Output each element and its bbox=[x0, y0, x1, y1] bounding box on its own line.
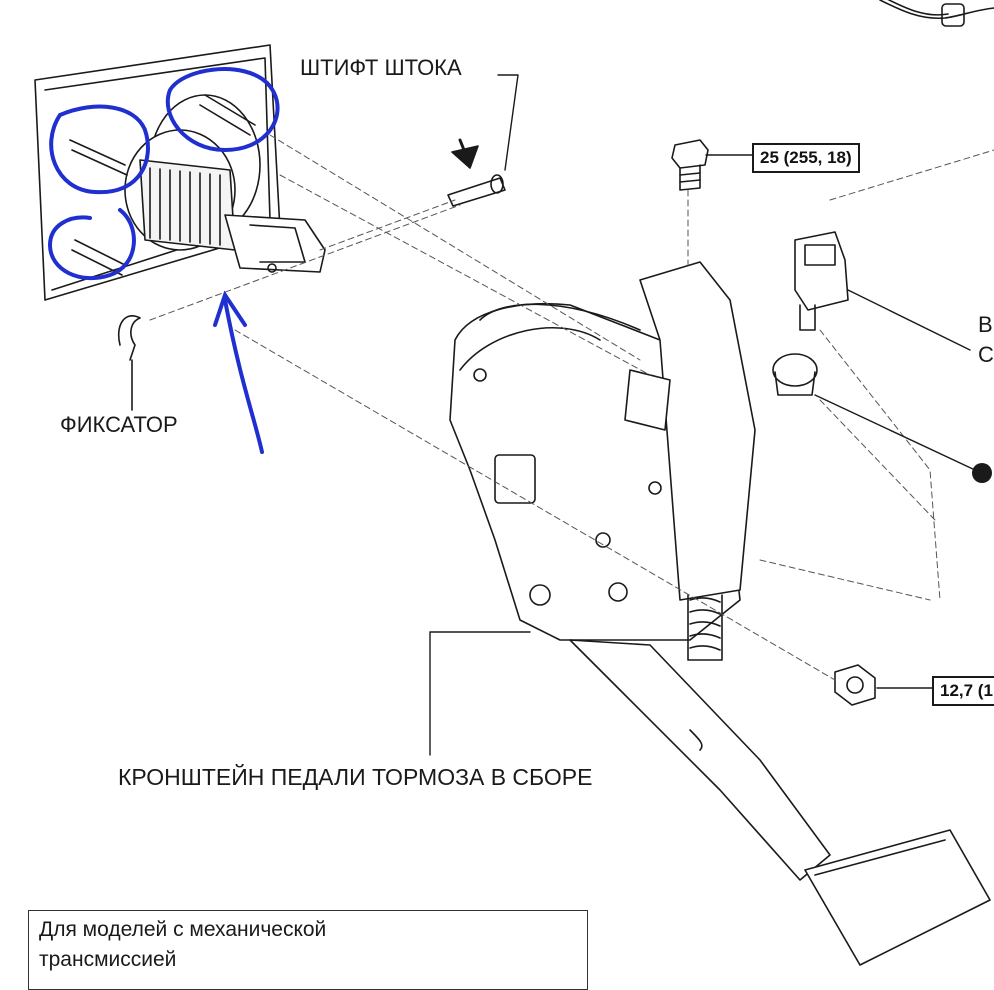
wire-harness bbox=[879, 0, 994, 27]
pedal-bracket bbox=[449, 261, 756, 641]
annotation-arrow bbox=[223, 298, 264, 454]
alignment-lines bbox=[149, 134, 994, 681]
edge-label-fragment-2: С bbox=[978, 342, 994, 367]
connector-dot bbox=[972, 463, 992, 483]
bracket-assembly-label: КРОНШТЕЙН ПЕДАЛИ ТОРМОЗА В СБОРЕ bbox=[118, 764, 593, 790]
retainer-clip bbox=[118, 315, 141, 411]
bolt-torque-callout: 25 (255, 18) bbox=[752, 143, 860, 173]
annotation-circle-lower-left bbox=[47, 208, 136, 281]
pedal-pad bbox=[804, 829, 991, 966]
annotation-circle-upper-left bbox=[49, 104, 150, 195]
note-line-2: трансмиссией bbox=[39, 948, 177, 971]
rod-pin-label: ШТИФТ ШТОКА bbox=[300, 55, 462, 80]
hand-annotations bbox=[47, 67, 280, 454]
retainer-label: ФИКСАТОР bbox=[60, 412, 178, 437]
annotation-circle-upper-right bbox=[165, 67, 280, 153]
mounting-bolt bbox=[671, 139, 709, 191]
stop-lamp-switch bbox=[794, 231, 849, 331]
transmission-note: Для моделей с механической трансмиссией bbox=[28, 910, 588, 990]
note-line-1: Для моделей с механической bbox=[39, 918, 327, 941]
brake-booster bbox=[34, 44, 326, 301]
mounting-nut bbox=[834, 664, 876, 706]
rod-pin bbox=[447, 138, 506, 207]
pedal-cushion bbox=[772, 353, 818, 396]
pedal-arm bbox=[569, 639, 831, 881]
nut-torque-callout: 12,7 (1 bbox=[932, 676, 994, 706]
leader-lines bbox=[429, 74, 976, 756]
edge-label-fragment-1: В bbox=[978, 312, 993, 337]
return-spring bbox=[687, 594, 723, 661]
